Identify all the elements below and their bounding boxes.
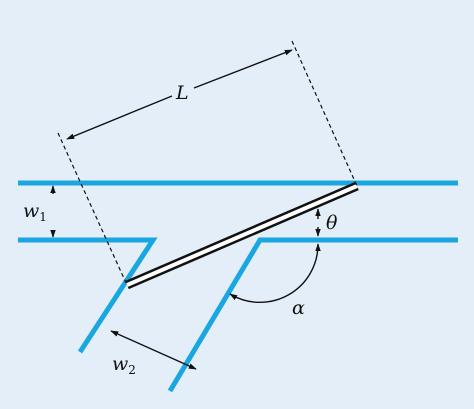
width-branch-label: w2	[112, 353, 136, 377]
main-corridor-bottom-wall-right	[167, 237, 458, 393]
channel-walls	[18, 180, 458, 393]
width-branch-arrow	[110, 330, 197, 370]
length-dimension: L	[66, 49, 293, 140]
alpha-arc	[229, 243, 321, 304]
length-extension-lines	[57, 40, 358, 286]
alpha-label: α	[292, 297, 305, 319]
alpha-angle: α	[229, 243, 321, 319]
width-main-dimension: w1	[23, 185, 56, 238]
rod	[125, 181, 359, 290]
theta-angle: θ	[315, 208, 338, 237]
length-extension-right	[291, 40, 358, 187]
length-label: L	[175, 82, 189, 104]
width-main-label: w1	[23, 200, 47, 224]
length-dimension-arrow-left	[66, 95, 173, 140]
theta-label: θ	[326, 212, 338, 234]
width-branch-dimension: w2	[110, 330, 197, 377]
main-corridor-bottom-wall-left	[18, 237, 158, 354]
length-dimension-arrow-right	[193, 49, 293, 89]
